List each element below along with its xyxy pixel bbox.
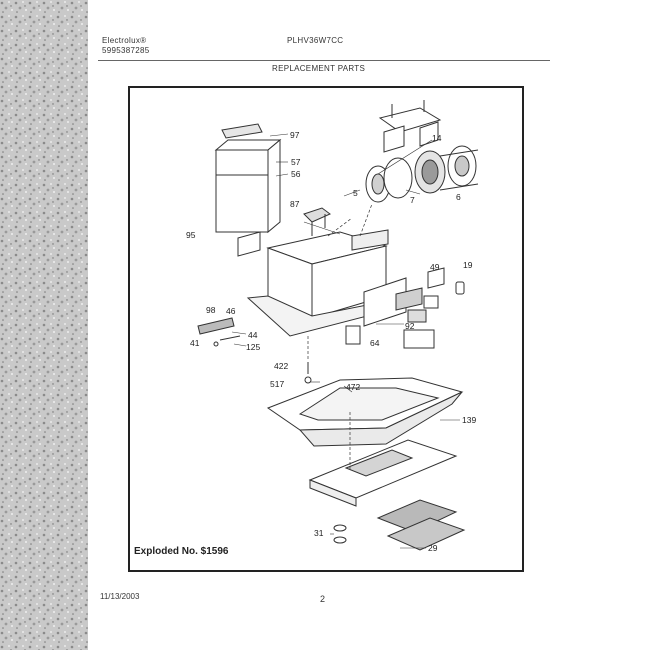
page-number: 2 <box>320 594 326 604</box>
damper-part <box>237 231 261 257</box>
exploded-view-caption: Exploded No. $1596 <box>134 546 229 557</box>
part-label-49: 49 <box>430 262 440 272</box>
bottom-panel-part <box>266 377 464 447</box>
part-label-87: 87 <box>290 199 300 209</box>
grease-filter-part <box>376 499 466 551</box>
chimney-cover-part <box>214 123 282 234</box>
part-label-44: 44 <box>248 330 258 340</box>
speckled-margin <box>0 0 88 650</box>
fastener-part <box>333 524 347 544</box>
part-label-46: 46 <box>226 306 236 316</box>
part-label-517: 517 <box>270 379 284 389</box>
part-label-7: 7 <box>410 195 415 205</box>
part-label-14: 14 <box>432 133 442 143</box>
part-label-64: 64 <box>370 338 380 348</box>
document-code: 5995387285 <box>102 46 150 55</box>
blower-assembly-part <box>365 145 479 203</box>
filter-tray-part <box>308 439 458 507</box>
part-label-41: 41 <box>190 338 200 348</box>
part-label-97: 97 <box>290 130 300 140</box>
mounting-bracket-part <box>303 207 331 236</box>
part-label-19: 19 <box>463 260 473 270</box>
part-label-125: 125 <box>246 342 260 352</box>
hardware-part <box>197 317 241 347</box>
part-label-5: 5 <box>353 188 358 198</box>
section-title: REPLACEMENT PARTS <box>272 64 366 73</box>
control-board-part <box>363 267 465 327</box>
part-label-472: 472 <box>346 382 360 392</box>
screw-part <box>304 362 312 384</box>
part-label-57: 57 <box>291 157 301 167</box>
model-number: PLHV36W7CC <box>287 36 344 45</box>
part-label-29: 29 <box>428 543 438 553</box>
part-label-6: 6 <box>456 192 461 202</box>
part-label-31: 31 <box>314 528 324 538</box>
part-label-98: 98 <box>206 305 216 315</box>
part-label-139: 139 <box>462 415 476 425</box>
header-rule <box>98 60 550 61</box>
part-label-56: 56 <box>291 169 301 179</box>
part-label-92: 92 <box>405 321 415 331</box>
part-label-422: 422 <box>274 361 288 371</box>
footer-date: 11/13/2003 <box>100 592 140 601</box>
part-labels: 97 57 56 87 95 14 5 7 6 49 19 98 46 44 4… <box>186 130 476 553</box>
diagram-frame <box>128 86 524 572</box>
top-bracket-part <box>378 100 442 153</box>
brand-name: Electrolux® <box>102 36 147 45</box>
light-socket-part <box>345 325 435 349</box>
part-label-95: 95 <box>186 230 196 240</box>
hood-body-part <box>246 229 399 337</box>
